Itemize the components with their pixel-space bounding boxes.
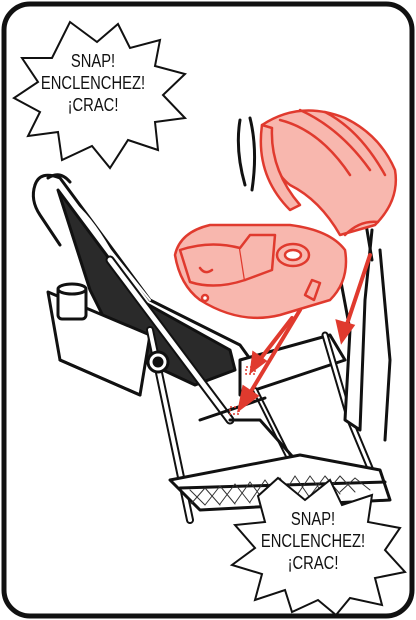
callout-top-line-crac: ¡CRAC! (32, 94, 155, 116)
callout-bottom-text: SNAP! ENCLENCHEZ! ¡CRAC! (243, 508, 382, 574)
callout-top-line-snap: SNAP! (32, 50, 155, 72)
callout-bottom-line-snap: SNAP! (243, 508, 382, 530)
callout-top-line-enclenchez: ENCLENCHEZ! (32, 72, 155, 94)
callout-bottom-line-crac: ¡CRAC! (243, 552, 382, 574)
callout-top-text: SNAP! ENCLENCHEZ! ¡CRAC! (32, 50, 155, 116)
callout-bottom-line-enclenchez: ENCLENCHEZ! (243, 530, 382, 552)
